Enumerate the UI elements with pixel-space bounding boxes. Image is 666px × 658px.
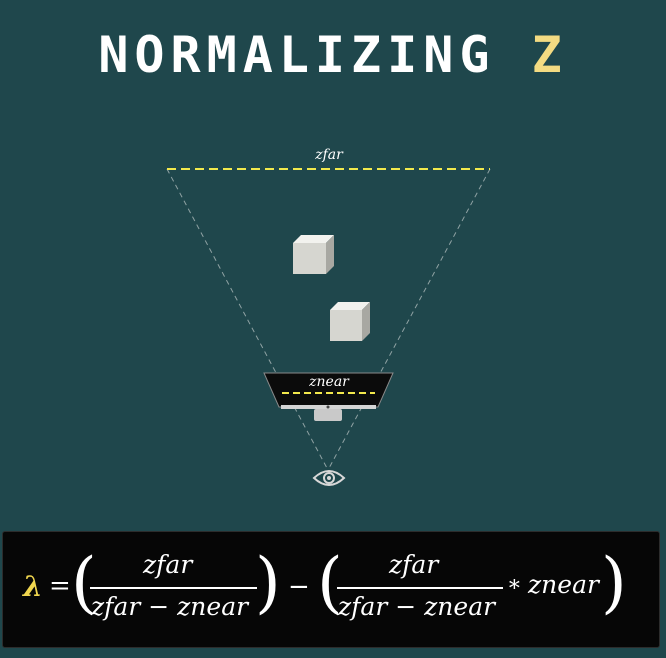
frustum-right-edge: [327, 168, 491, 471]
fraction-bar-2: [337, 587, 503, 589]
close-paren-1: ): [255, 544, 281, 621]
cube-icon: [293, 235, 334, 274]
far-plane-label: zfar: [314, 147, 344, 163]
equals-sign: =: [49, 571, 71, 601]
minus-sign: −: [288, 572, 310, 602]
frustum-diagram: zfar znear: [166, 147, 491, 486]
multiply-sign: ∗: [507, 572, 522, 597]
eye-icon: [312, 470, 346, 486]
open-paren-1: (: [71, 544, 97, 621]
title-main: NORMALIZING: [98, 26, 496, 84]
monitor-icon: [263, 372, 394, 421]
fraction-bar-1: [90, 587, 257, 589]
title-accent: Z: [531, 26, 568, 84]
term1-denominator: zfar − znear: [91, 592, 249, 621]
cube-icon: [330, 302, 370, 341]
term1-numerator: zfar: [143, 550, 193, 579]
frustum-left-edge: [166, 168, 329, 471]
open-paren-2: (: [317, 544, 343, 621]
term2-factor: znear: [528, 570, 599, 599]
close-paren-2: ): [601, 544, 627, 621]
page-title: NORMALIZING Z: [0, 26, 666, 84]
term2-numerator: zfar: [389, 550, 439, 579]
formula-panel: λ = ( zfar zfar − znear ) − ( zfar zfar …: [2, 531, 660, 648]
near-plane-label: znear: [308, 374, 350, 390]
lambda-symbol: λ: [23, 570, 43, 603]
term2-denominator: zfar − znear: [338, 592, 496, 621]
